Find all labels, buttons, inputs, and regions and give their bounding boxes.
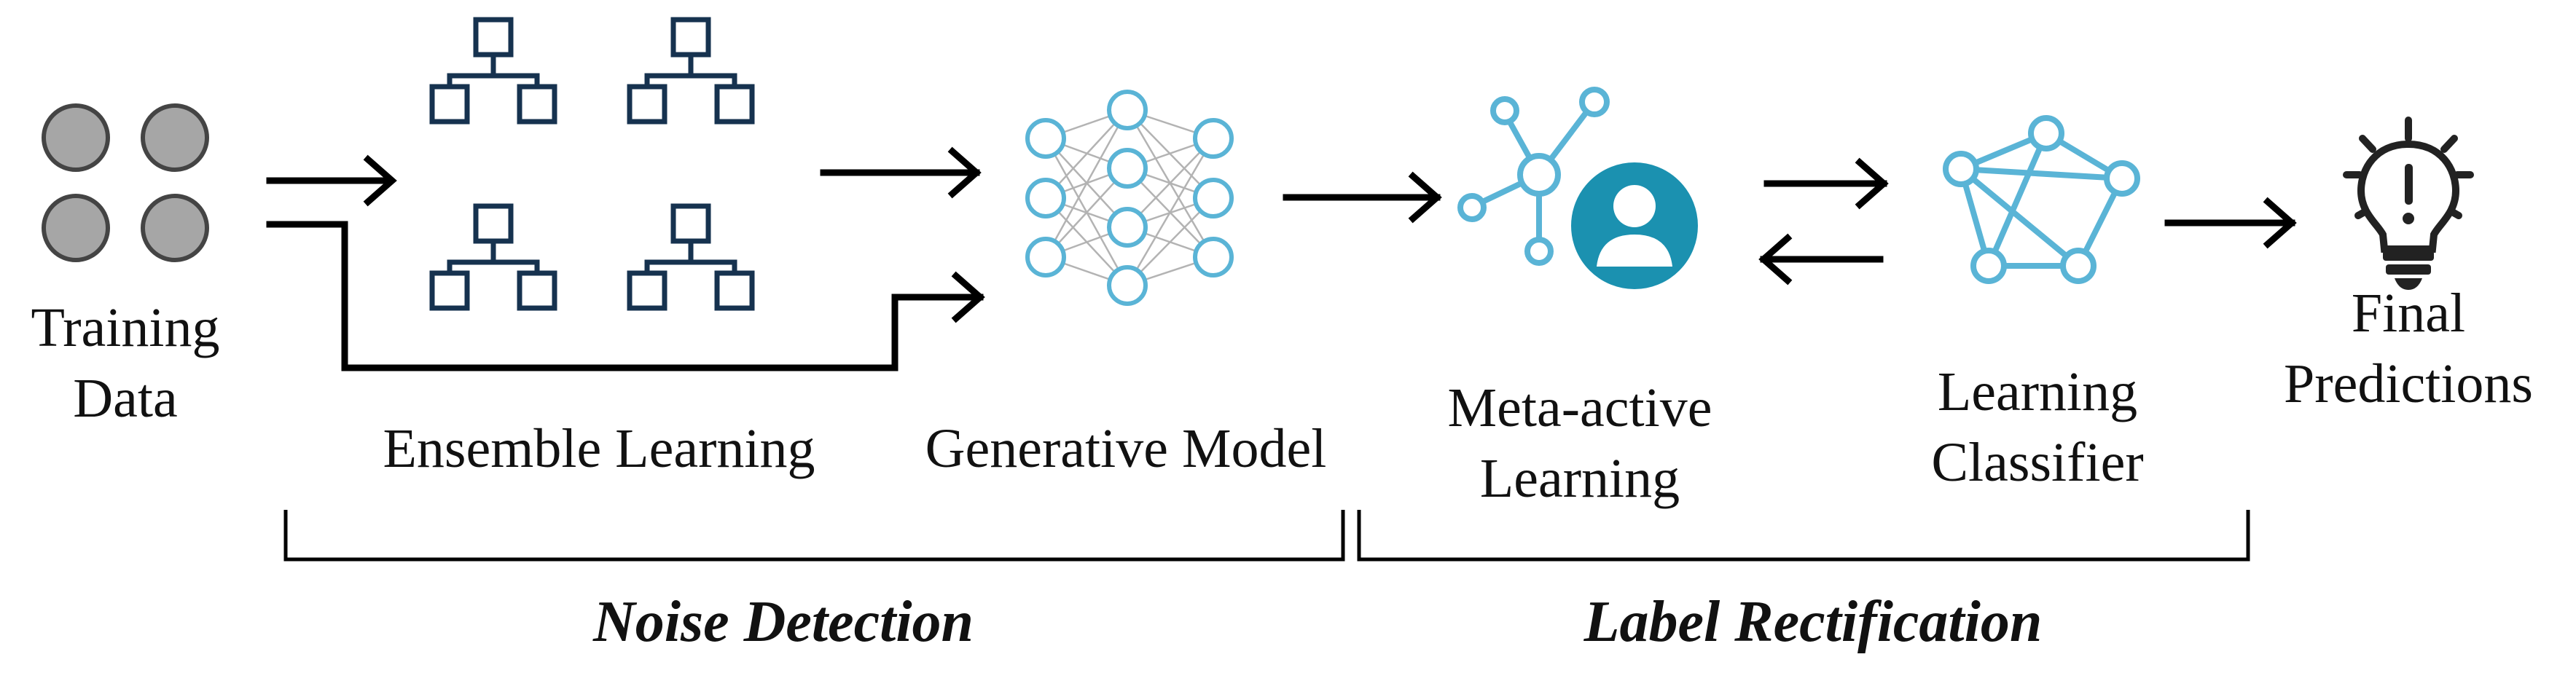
arrow-meta-to-classifier (1763, 157, 1889, 210)
network-node (1193, 118, 1234, 159)
arrow-data-to-generative (266, 221, 985, 371)
final-predictions-label-line2: Predictions (2284, 353, 2533, 414)
training-data-label-line1: Training (31, 297, 219, 358)
ensemble-learning-label: Ensemble Learning (383, 418, 815, 479)
generative-model-label: Generative Model (925, 418, 1327, 479)
network-node (1107, 207, 1148, 248)
network-node (1025, 118, 1066, 159)
label-rectification-title: Label Rectification (1583, 590, 2043, 654)
neural-network-icon (1025, 90, 1234, 306)
label-rectification-bracket (1357, 510, 2250, 562)
final-predictions-label-line1: Final (2352, 283, 2465, 344)
noise-detection-title: Noise Detection (592, 590, 974, 654)
network-node (1107, 90, 1148, 130)
learning-classifier-label-line1: Learning (1938, 361, 2137, 422)
network-node (1107, 148, 1148, 189)
learning-classifier-label-line2: Classifier (1931, 432, 2143, 493)
arrow-ensemble-to-generative (820, 146, 982, 199)
network-edge (1044, 109, 1129, 258)
network-edge (1127, 138, 1214, 228)
arrow-classifier-to-meta (1758, 233, 1884, 286)
meta-active-learning-label-line1: Meta-active (1448, 377, 1712, 438)
noise-detection-bracket (283, 510, 1345, 562)
network-node (1193, 178, 1234, 219)
decision-tree-icon (432, 20, 752, 308)
arrow-data-to-ensemble (266, 154, 397, 207)
network-node (1193, 237, 1234, 277)
network-edge (1127, 197, 1214, 286)
user-network-icon (1457, 87, 1707, 298)
meta-active-learning-label-line2: Learning (1480, 448, 1680, 509)
arrow-generative-to-meta (1283, 171, 1442, 224)
network-edge (1126, 138, 1215, 286)
training-data-label-line2: Data (73, 368, 177, 429)
graph-icon (1943, 115, 2140, 284)
arrow-classifier-to-predictions (2164, 197, 2297, 249)
lightbulb-idea-icon (2343, 117, 2474, 290)
data-cluster-icon (42, 103, 209, 262)
network-node (1107, 265, 1148, 306)
network-node (1025, 237, 1066, 277)
network-node (1025, 178, 1066, 219)
